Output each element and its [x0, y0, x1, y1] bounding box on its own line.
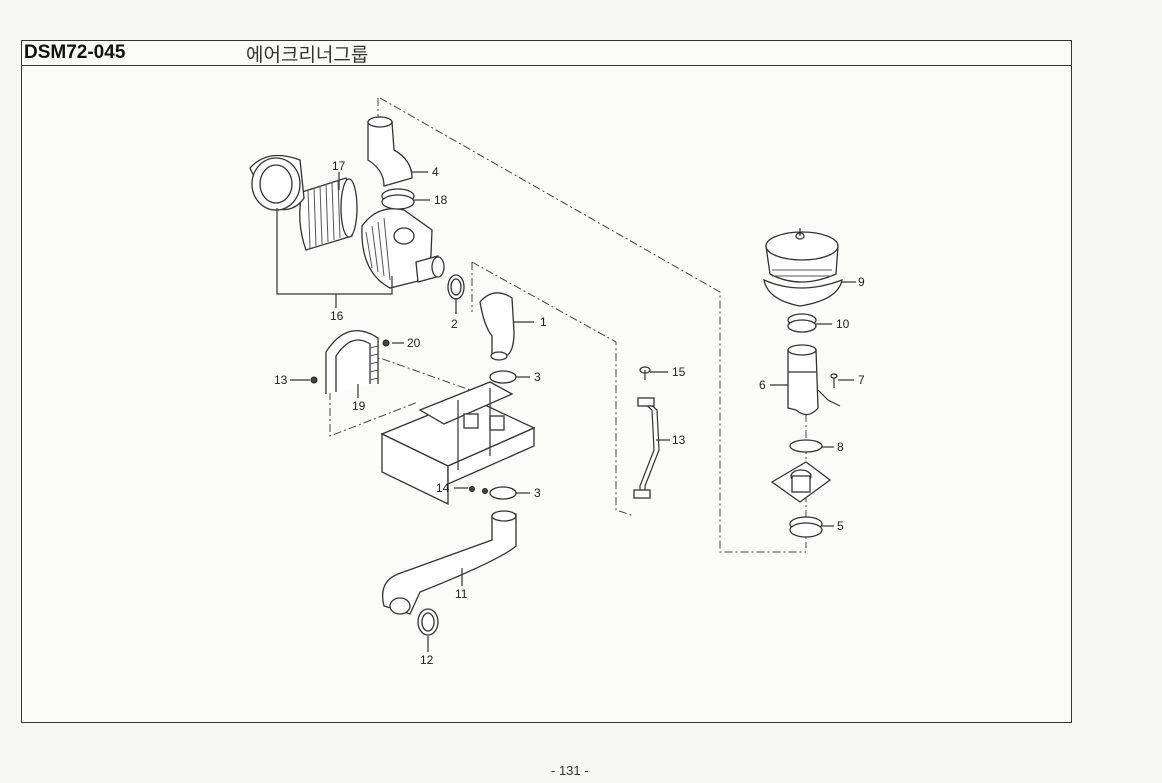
bolt-15	[639, 366, 651, 380]
band-clamp-10	[787, 313, 817, 333]
air-cleaner-housing	[361, 208, 445, 289]
callout-12: 12	[420, 653, 434, 667]
intake-hose-11	[381, 510, 517, 615]
washer	[482, 488, 488, 494]
nut-13	[310, 376, 318, 384]
callout-4: 4	[432, 165, 439, 179]
hose-clamp-12	[417, 608, 439, 636]
screw-7	[830, 373, 838, 388]
callout-2: 2	[451, 317, 458, 331]
callout-14: 14	[436, 481, 450, 495]
precleaner-cap	[763, 228, 843, 307]
support-rod	[633, 397, 660, 499]
callout-19: 19	[352, 399, 366, 413]
callout-numbers: 1 2 3 3 4 5 6 7 8 9 10 11 12 13 13 14 15…	[274, 159, 865, 667]
callout-7: 7	[858, 373, 865, 387]
band-clamp-5	[789, 516, 823, 538]
callout-10: 10	[836, 317, 850, 331]
callout-5: 5	[837, 519, 844, 533]
bolt-20	[382, 339, 390, 347]
band-clamp-8	[789, 439, 823, 453]
hose-clamp-3-upper	[489, 370, 517, 384]
hose-clamp-18	[381, 188, 415, 210]
parts-sheet-frame: DSM72-045 에어크리너그룹	[21, 40, 1072, 723]
callout-16: 16	[330, 309, 344, 323]
page-number: - 131 -	[551, 763, 589, 778]
nut-14	[469, 486, 475, 492]
air-cleaner-cap	[249, 154, 305, 211]
intake-pipe-6	[787, 344, 841, 416]
callout-15: 15	[672, 365, 686, 379]
callout-6: 6	[759, 378, 766, 392]
header-bar: DSM72-045 에어크리너그룹	[22, 41, 1071, 66]
callout-20: 20	[407, 336, 421, 350]
elbow-pipe	[479, 292, 515, 361]
part-group-code: DSM72-045	[24, 42, 126, 63]
callout-13-left: 13	[274, 373, 288, 387]
air-inlet-hose	[367, 116, 413, 187]
base-flange	[770, 461, 832, 503]
callout-3-lower: 3	[534, 486, 541, 500]
filter-element	[299, 177, 358, 251]
callout-11: 11	[455, 587, 468, 601]
callout-3-upper: 3	[534, 370, 541, 384]
callout-8: 8	[837, 440, 844, 454]
callout-1: 1	[540, 315, 547, 329]
callout-18: 18	[434, 193, 448, 207]
callout-9: 9	[858, 275, 865, 289]
hose-clamp-2	[447, 274, 465, 300]
callout-17: 17	[332, 159, 346, 173]
callout-leaders	[276, 171, 856, 652]
mounting-band	[325, 330, 379, 394]
mounting-bracket	[380, 381, 536, 506]
hose-clamp-3-lower	[489, 486, 517, 500]
callout-13-right: 13	[672, 433, 686, 447]
part-group-title: 에어크리너그룹	[246, 44, 369, 66]
